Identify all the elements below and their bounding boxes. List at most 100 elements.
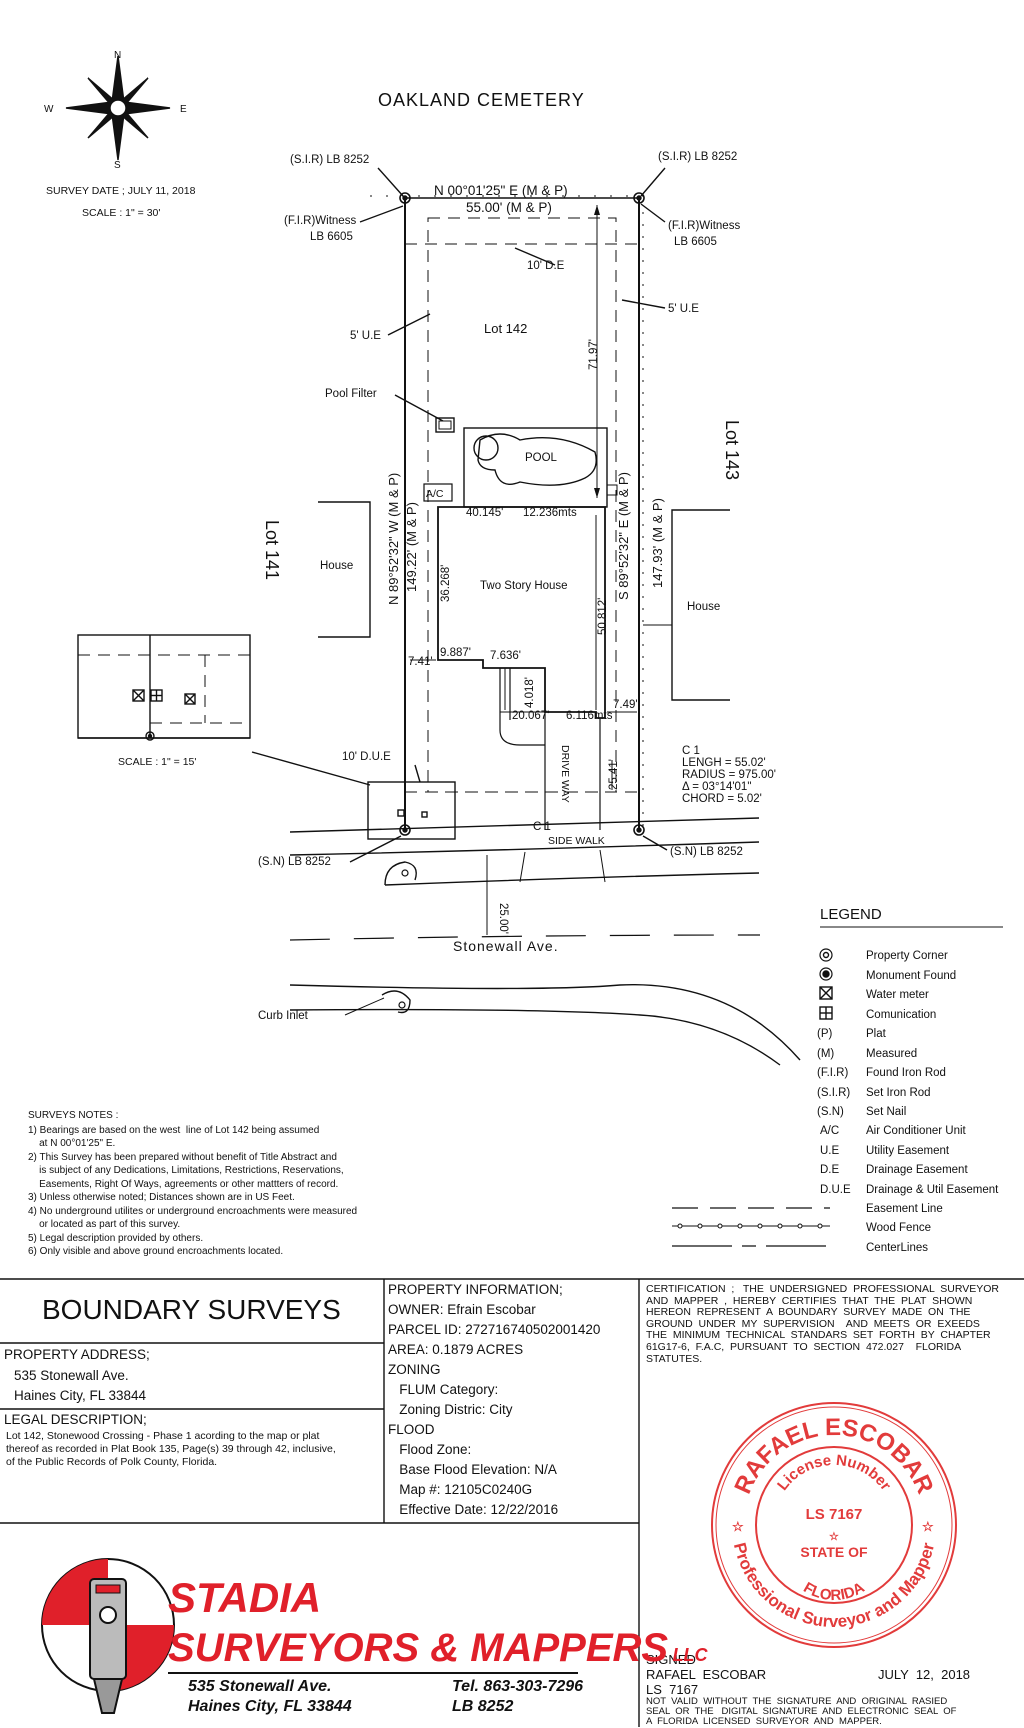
utility-easement-left: 5' U.E xyxy=(350,330,381,342)
seal-state-of: STATE OF xyxy=(800,1544,868,1560)
cert-line: HEREON REPRESENT A BOUNDARY SURVEY MADE … xyxy=(646,1306,971,1319)
company-address-2: Haines City, FL 33844 xyxy=(188,1698,352,1715)
ac-label: A/C xyxy=(426,488,444,500)
info-line: AREA: 0.1879 ACRES xyxy=(388,1342,524,1357)
east-distance: 147.93' (M & P) xyxy=(650,498,665,588)
star-icon: ☆ xyxy=(922,1519,934,1534)
signer-license: LS 7167 xyxy=(646,1682,699,1697)
north-label: N xyxy=(114,50,121,61)
info-line: PARCEL ID: 272716740502001420 xyxy=(388,1322,601,1337)
two-story-house-label: Two Story House xyxy=(480,580,568,592)
logo-surveyors: SURVEYORS & MAPPERS xyxy=(168,1626,669,1670)
dim-741: 7.41' xyxy=(408,656,433,668)
info-line: FLUM Category: xyxy=(388,1382,499,1397)
signed-label: SIGNED xyxy=(646,1652,696,1667)
curve-line-1: C 1 xyxy=(682,745,700,757)
disclaimer-line: SEAL OR THE DIGITAL SIGNATURE AND ELECTR… xyxy=(646,1706,957,1718)
cert-line: AND MAPPER , HEREBY CERTIFIES THAT THE P… xyxy=(646,1294,973,1307)
legal-description-label: LEGAL DESCRIPTION; xyxy=(4,1412,147,1427)
legend-sym-5: (M) xyxy=(817,1048,834,1060)
dim-36268: 36.268' xyxy=(440,565,452,602)
notes-title: SURVEYS NOTES : xyxy=(28,1110,118,1121)
logo-underline xyxy=(168,1672,578,1674)
sir-right-label: (S.I.R) LB 8252 xyxy=(658,151,737,163)
company-address-1: 535 Stonewall Ave. xyxy=(188,1678,332,1695)
survey-plat-drawing: N S E W OAKLAND CEMETERY SURVEY DATE ; J… xyxy=(28,50,1003,1257)
inset-scale: SCALE : 1" = 15' xyxy=(118,756,196,768)
north-arrow-icon xyxy=(65,55,171,161)
legal-line: of the Public Records of Polk County, Fl… xyxy=(6,1456,218,1468)
disclaimer-line: NOT VALID WITHOUT THE SIGNATURE AND ORIG… xyxy=(646,1696,948,1707)
star-icon: ☆ xyxy=(829,1531,839,1543)
top-lot-label: OAKLAND CEMETERY xyxy=(378,90,585,110)
curve-line-3: RADIUS = 975.00' xyxy=(682,769,776,781)
legend-sym-12: D.U.E xyxy=(820,1184,851,1196)
company-lb: LB 8252 xyxy=(452,1698,514,1715)
seal-license: LS 7167 xyxy=(806,1506,863,1523)
dim-2541: 25.41' xyxy=(608,759,620,790)
property-address-label: PROPERTY ADDRESS; xyxy=(4,1347,150,1362)
cert-line: 61G17-6, F.A.C, PURSUANT TO SECTION 472.… xyxy=(646,1340,962,1353)
dim-12236: 12.236mts xyxy=(523,507,577,519)
dim-6116: 6.116mts xyxy=(566,710,613,722)
c1-label: C 1 xyxy=(533,821,551,833)
legend-label-6: Found Iron Rod xyxy=(866,1067,946,1079)
west-bearing: N 89°52'32" W (M & P) xyxy=(386,473,401,605)
driveway-label: DRIVE WAY xyxy=(559,745,571,803)
fir-right-1: (F.I.R)Witness xyxy=(668,220,740,232)
sidewalk-label: SIDE WALK xyxy=(548,835,605,847)
north-bearing: N 00°01'25" E (M & P) xyxy=(434,183,568,198)
survey-title: BOUNDARY SURVEYS xyxy=(42,1294,341,1325)
legend-label-2: Water meter xyxy=(866,989,929,1001)
legend-label-0: Property Corner xyxy=(866,950,948,962)
legend-label-14: Wood Fence xyxy=(866,1222,931,1234)
survey-date: SURVEY DATE ; JULY 11, 2018 xyxy=(46,185,196,197)
address-line-2: Haines City, FL 33844 xyxy=(14,1388,147,1403)
info-line: Flood Zone: xyxy=(388,1442,472,1457)
legal-line: Lot 142, Stonewood Crossing - Phase 1 ac… xyxy=(6,1430,320,1442)
dim-7197: 71.97' xyxy=(588,339,600,370)
note-line: 3) Unless otherwise noted; Distances sho… xyxy=(28,1192,295,1203)
due-label: 10' D.U.E xyxy=(342,751,391,763)
note-line: Easements, Right Of Ways, agreements or … xyxy=(28,1179,338,1190)
info-line: Map #: 12105C0240G xyxy=(388,1482,533,1497)
note-line: at N 00°01'25" E. xyxy=(28,1138,115,1149)
certification: CERTIFICATION ; THE UNDERSIGNED PROFESSI… xyxy=(646,1283,1020,1365)
company-phone: Tel. 863-303-7296 xyxy=(452,1678,584,1695)
sir-left-label: (S.I.R) LB 8252 xyxy=(290,154,369,166)
legend-sym-4: (P) xyxy=(817,1028,833,1040)
cert-line: THE MINIMUM TECHNICAL STANDARS SET FORTH… xyxy=(646,1329,991,1342)
legend-sym-8: (S.N) xyxy=(817,1106,844,1118)
legend-title: LEGEND xyxy=(820,906,882,923)
surveyor-seal: RAFAEL ESCOBAR License Number LS 7167 ST… xyxy=(711,1402,957,1648)
note-line: 5) Legal description provided by others. xyxy=(28,1233,203,1244)
east-bearing: S 89°52'32" E (M & P) xyxy=(616,472,631,600)
note-line: 6) Only visible and above ground encroac… xyxy=(28,1246,283,1257)
drainage-easement-label: 10' D.E xyxy=(527,260,565,272)
signer-name: RAFAEL ESCOBAR xyxy=(646,1667,767,1682)
dim-4018: 4.018' xyxy=(524,677,536,708)
west-label: W xyxy=(44,104,54,115)
fir-right-2: LB 6605 xyxy=(674,236,717,248)
logo-llc: LLC xyxy=(672,1645,708,1665)
dim-40145: 40.145' xyxy=(466,507,503,519)
disclaimer-line: A FLORIDA LICENSED SURVEYOR AND MAPPER. xyxy=(646,1716,882,1728)
curb-inlet-label: Curb Inlet xyxy=(258,1010,309,1022)
logo-stadia: STADIA xyxy=(168,1574,322,1621)
dim-749: 7.49' xyxy=(613,699,638,711)
legend-label-7: Set Iron Rod xyxy=(866,1087,931,1099)
info-line: PROPERTY INFORMATION; xyxy=(388,1282,563,1297)
cert-line: CERTIFICATION ; THE UNDERSIGNED PROFESSI… xyxy=(646,1283,999,1295)
curve-line-2: LENGH = 55.02' xyxy=(682,757,766,769)
sn-right-label: (S.N) LB 8252 xyxy=(670,846,743,858)
curve-line-5: CHORD = 5.02' xyxy=(682,793,762,805)
legend-label-4: Plat xyxy=(866,1028,887,1040)
utility-easement-right: 5' U.E xyxy=(668,303,699,315)
legend-sym-10: U.E xyxy=(820,1145,840,1157)
legend-label-9: Air Conditioner Unit xyxy=(866,1125,967,1137)
legend-label-11: Drainage Easement xyxy=(866,1164,968,1176)
dim-2500: 25.00' xyxy=(497,903,509,934)
legend-label-3: Comunication xyxy=(866,1009,936,1021)
legend-label-10: Utility Easement xyxy=(866,1145,950,1157)
info-line: OWNER: Efrain Escobar xyxy=(388,1302,536,1317)
